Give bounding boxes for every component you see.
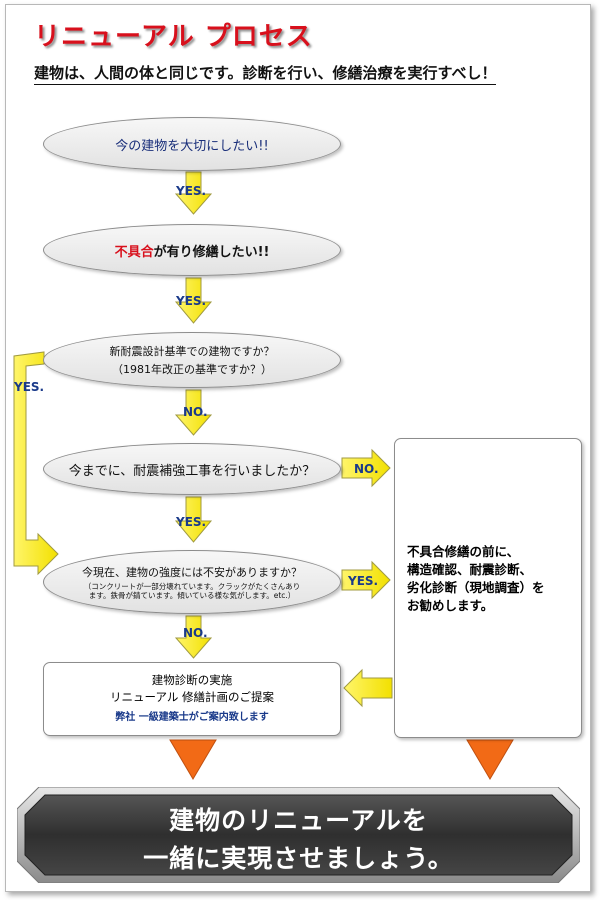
recommendation-box: 不具合修繕の前に、 構造確認、耐震診断、 劣化診断（現地調査）を お勧めします。 [394,438,582,738]
step-oval-5: 今現在、建物の強度には不安がありますか？ （コンクリートが一部分壊れています。ク… [43,550,341,614]
step-oval-2: 不具合が有り修繕したい!! [43,224,341,276]
step-3-line2: （1981年改正の基準ですか？） [112,363,272,376]
right-arrow-1 [341,448,391,488]
left-arrow-1 [343,668,393,708]
cta-banner: 建物のリニューアルを 一緒に実現させましょう。 [17,787,580,883]
bent-arrow-yes [13,351,59,576]
down-arrow-1 [174,171,213,215]
rec-line3: 劣化診断（現地調査）を [407,580,545,595]
banner-shape [17,787,580,883]
step-5-note1: （コンクリートが一部分壊れています。クラックがたくさんあり [83,582,301,591]
yes-label-3: YES. [176,515,207,529]
step-2-text: 不具合が有り修繕したい!! [115,241,270,260]
banner-line1: 建物のリニューアルを [169,806,428,835]
down-arrow-5 [174,615,213,659]
banner-line2: 一緒に実現させましょう。 [143,844,454,873]
step-oval-4: 今までに、耐震補強工事を行いましたか？ [43,443,341,495]
down-arrow-2 [174,277,213,324]
right-arrow-2 [341,560,391,600]
yes-label-right: YES. [348,574,379,588]
step-oval-1: 今の建物を大切にしたい!! [43,117,341,171]
step-2-red-text: 不具合 [114,244,154,260]
page-subtitle: 建物は、人間の体と同じです。診断を行い、修繕治療を実行すべし！ [34,62,497,85]
result-line2: リニューアル 修繕計画のご提案 [109,690,275,704]
result-note: 弊社 一級建築士がご案内致します [115,712,269,723]
orange-arrow-left [169,739,217,780]
step-3-line1: 新耐震設計基準での建物ですか？ [109,345,275,358]
no-label-1: NO. [183,405,208,419]
step-4-text: 今までに、耐震補強工事を行いましたか？ [68,463,316,479]
step-5-note2: ます。鉄骨が錆ています。傾いている様な気がします。etc.） [88,591,296,600]
result-box: 建物診断の実施 リニューアル 修繕計画のご提案 弊社 一級建築士がご案内致します [43,662,341,736]
rec-line2: 構造確認、耐震診断、 [407,562,533,577]
yes-label-2: YES. [176,294,207,308]
rec-line1: 不具合修繕の前に、 [407,544,520,559]
no-label-right: NO. [354,462,379,476]
orange-arrow-right [466,739,514,780]
step-oval-3: 新耐震設計基準での建物ですか？ （1981年改正の基準ですか？） [43,332,341,388]
rec-line4: お勧めします。 [407,598,494,613]
recommendation-text: 不具合修繕の前に、 構造確認、耐震診断、 劣化診断（現地調査）を お勧めします。 [407,543,545,615]
step-2-rest-text: が有り修繕したい!! [153,244,270,260]
yes-label-side: YES. [14,380,45,394]
down-arrow-3 [174,389,213,436]
step-1-text: 今の建物を大切にしたい!! [115,138,269,154]
down-arrow-4 [174,496,213,543]
yes-label-1: YES. [176,184,207,198]
no-label-2: NO. [183,626,208,640]
page-title: リニューアル プロセス [34,22,313,52]
result-line1: 建物診断の実施 [151,673,233,687]
step-5-line1: 今現在、建物の強度には不安がありますか？ [82,566,302,579]
